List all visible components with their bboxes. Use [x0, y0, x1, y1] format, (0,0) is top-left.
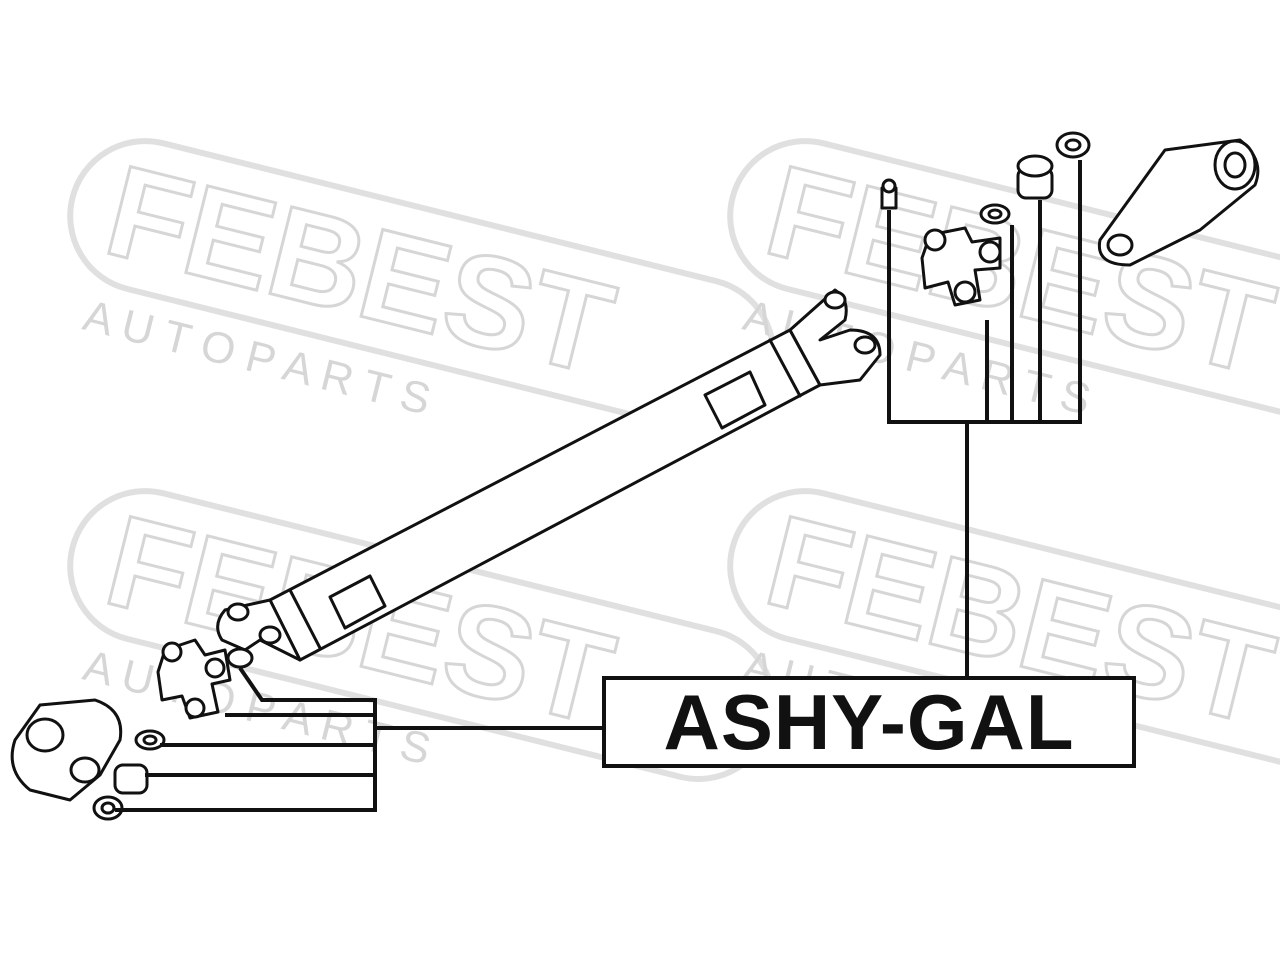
upper-spider-kit [880, 131, 1091, 307]
front-yoke [788, 288, 882, 387]
leader-lines-upper [887, 160, 1082, 676]
upper-flange-yoke [1097, 138, 1260, 267]
part-number-label: ASHY-GAL [663, 678, 1075, 766]
lower-flange-yoke [10, 698, 123, 802]
part-number-box: ASHY-GAL [602, 676, 1136, 768]
lower-spider-kit [92, 638, 254, 821]
rear-yoke [216, 598, 302, 662]
leader-lines-lower [115, 666, 602, 812]
